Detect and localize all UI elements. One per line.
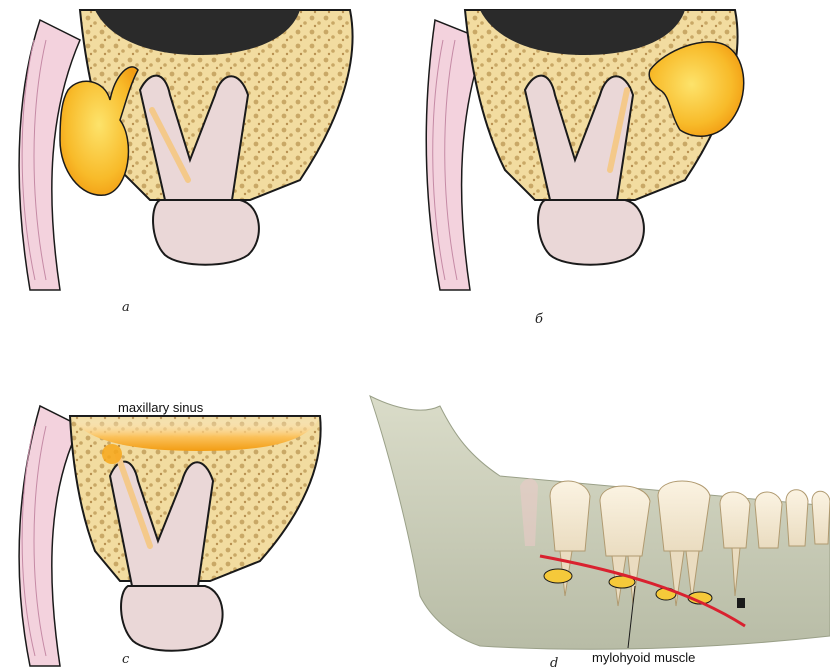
panel-letter-c: c [122, 652, 129, 667]
tooth-sinus-illustration [0, 336, 370, 672]
tooth-abscess-palatal-illustration [415, 0, 830, 336]
panel-letter-a: a [122, 300, 130, 315]
panel-d: mylohyoid muscle d [360, 336, 830, 672]
tooth-crown [153, 200, 259, 265]
tooth-abscess-buccal-illustration [0, 0, 415, 336]
mylohyoid-label: mylohyoid muscle [592, 650, 695, 665]
sinus-label: maxillary sinus [118, 400, 203, 415]
panel-letter-b: б [535, 312, 543, 327]
panel-a: a [0, 0, 415, 336]
mental-foramen [737, 598, 745, 608]
panel-c: maxillary sinus c [0, 336, 370, 672]
mandible-illustration [360, 336, 830, 672]
panel-b: б [415, 0, 830, 336]
sinus-perforation [102, 444, 122, 464]
panel-letter-d: d [550, 656, 558, 671]
